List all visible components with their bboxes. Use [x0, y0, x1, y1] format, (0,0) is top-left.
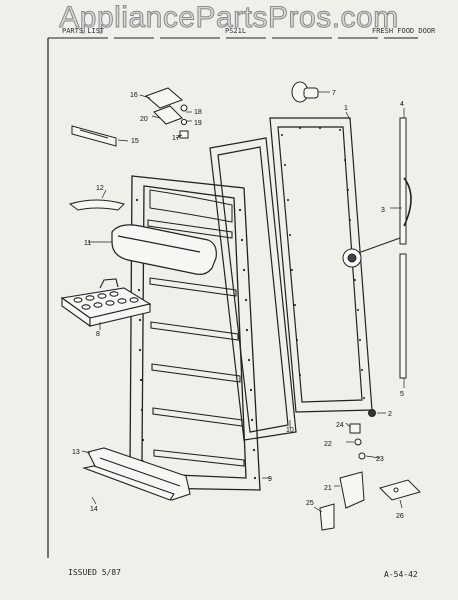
callout-11: 11	[84, 240, 91, 247]
callout-10: 10	[286, 427, 294, 434]
callout-21: 21	[324, 485, 332, 492]
callout-16: 16	[130, 92, 138, 99]
callout-22: 22	[324, 441, 332, 448]
part-top-hinge-bar	[71, 125, 117, 147]
callout-labels: 1234578101112131415161718192021222324252…	[72, 90, 404, 520]
part-egg-tray	[60, 278, 152, 328]
part-bottom-hinge-hardware	[319, 409, 421, 531]
callout-26: 26	[396, 513, 404, 520]
callout-12: 12	[96, 185, 104, 192]
part-door-handle	[342, 117, 412, 379]
callout-17: 17	[172, 135, 180, 142]
callout-7: 7	[332, 90, 336, 97]
callout-20: 20	[140, 116, 148, 123]
part-inner-door	[129, 175, 261, 491]
leader-lines	[81, 91, 405, 513]
part-lower-trim	[81, 447, 191, 501]
footer-code: A-54-42	[384, 570, 418, 579]
callout-24: 24	[336, 422, 344, 429]
watermark-logo: AppliancePartsPros.com	[59, 1, 399, 35]
part-butter-cover	[68, 199, 125, 211]
footer-issued: ISSUED 5/87	[68, 568, 121, 577]
part-top-hinge	[145, 87, 189, 139]
callout-14: 14	[90, 506, 98, 513]
callout-8: 8	[96, 331, 100, 338]
callout-18: 18	[194, 109, 202, 116]
callout-19: 19	[194, 120, 202, 127]
callout-23: 23	[376, 456, 384, 463]
callout-5: 5	[400, 391, 404, 398]
callout-15: 15	[131, 138, 139, 145]
header-right: FRESH FOOD DOOR	[372, 27, 436, 35]
header-left: PARTS LIST	[62, 27, 105, 35]
callout-9: 9	[268, 476, 272, 483]
callout-1: 1	[344, 105, 348, 112]
header-center: PS21L	[225, 27, 247, 35]
part-handle-plug	[291, 81, 319, 103]
callout-4: 4	[400, 101, 404, 108]
callout-3: 3	[381, 207, 385, 214]
callout-25: 25	[306, 500, 314, 507]
part-dairy-cover	[111, 224, 217, 275]
part-door-liner-frame	[209, 137, 297, 441]
callout-13: 13	[72, 449, 80, 456]
callout-2: 2	[388, 411, 392, 418]
